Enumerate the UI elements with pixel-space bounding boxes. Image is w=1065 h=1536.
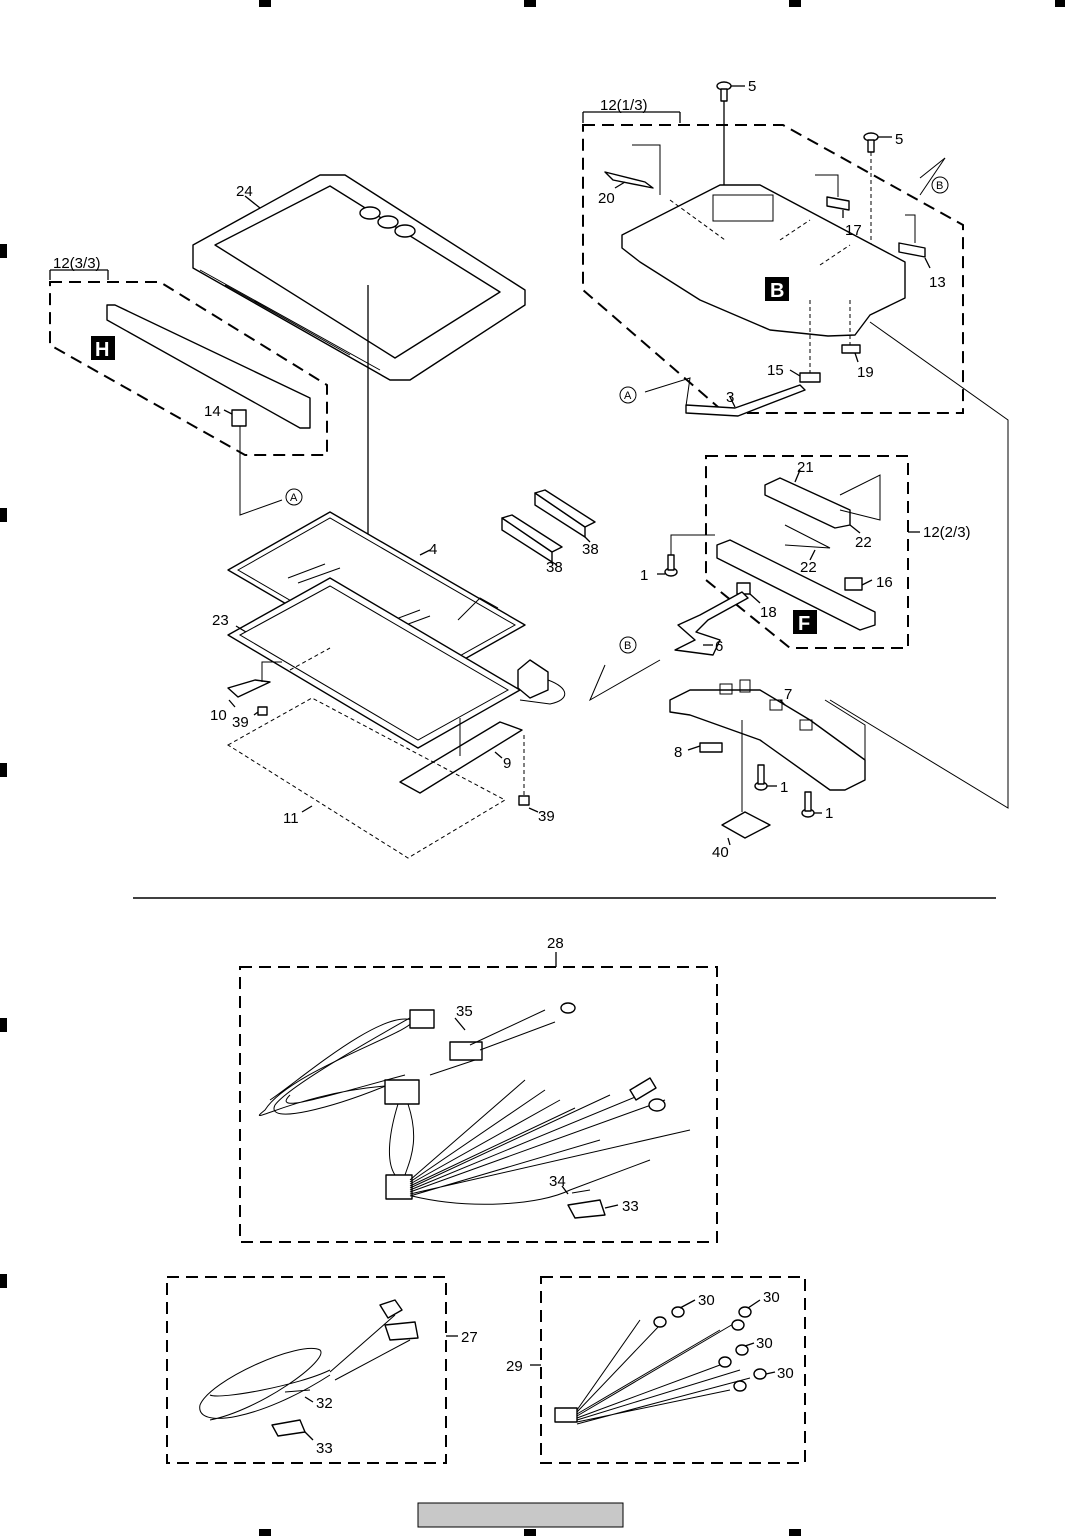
badge-f-label: F xyxy=(798,613,810,635)
callout-22b: 22 xyxy=(800,559,817,576)
connector-39-a xyxy=(257,706,268,716)
badge-h xyxy=(91,336,115,360)
callout-33-a: 33 xyxy=(622,1198,639,1215)
connector-39-b xyxy=(518,735,530,806)
callout-34: 34 xyxy=(549,1173,566,1190)
badge-f xyxy=(793,610,817,634)
callout-13: 13 xyxy=(929,274,946,291)
screw-5-a xyxy=(716,81,745,190)
ref-a-1: A xyxy=(624,390,632,402)
connector-15 xyxy=(799,372,821,383)
assembly-12-1-3: 12(1/3) 5 5 B 20 xyxy=(582,78,1009,809)
callout-6: 6 xyxy=(715,638,723,655)
callout-35: 35 xyxy=(456,1003,473,1020)
connector-18 xyxy=(736,582,751,595)
page-number-box xyxy=(417,1502,624,1528)
screw-1-a xyxy=(664,534,715,577)
badge-b-label: B xyxy=(770,280,784,302)
sheet-11 xyxy=(227,697,507,859)
bracket-21 xyxy=(764,477,851,529)
connector-14 xyxy=(231,409,247,427)
bracket-38-a xyxy=(534,489,596,538)
lcd-panel-23 xyxy=(227,577,566,749)
callout-15: 15 xyxy=(767,362,784,379)
callout-29: 29 xyxy=(506,1358,523,1375)
callout-9: 9 xyxy=(503,755,511,772)
callout-16: 16 xyxy=(876,574,893,591)
rca-cable-29 xyxy=(530,1276,806,1464)
callout-24: 24 xyxy=(236,183,253,200)
b-board xyxy=(621,184,906,337)
callout-39-a: 39 xyxy=(232,714,249,731)
h-board xyxy=(106,304,311,429)
sheet-40 xyxy=(721,720,771,839)
ref-b-2: B xyxy=(624,640,631,652)
callout-38-b: 38 xyxy=(546,559,563,576)
callout-30-c: 30 xyxy=(756,1335,773,1352)
callout-22a: 22 xyxy=(855,534,872,551)
f-board xyxy=(716,539,876,631)
connector-13 xyxy=(898,214,926,258)
callout-19: 19 xyxy=(857,364,874,381)
flex-cable-6 xyxy=(674,591,749,656)
callout-38-a: 38 xyxy=(582,541,599,558)
callout-11: 11 xyxy=(283,810,299,827)
callout-1-b: 1 xyxy=(780,779,788,796)
callout-14: 14 xyxy=(204,403,221,420)
callout-5-b: 5 xyxy=(895,131,903,148)
callout-10: 10 xyxy=(210,707,227,724)
callout-30-b: 30 xyxy=(763,1289,780,1306)
harness-28 xyxy=(239,952,718,1243)
callout-1-a: 1 xyxy=(640,567,648,584)
assembly-12-3-3: 12(3/3) H 14 A xyxy=(49,255,328,516)
callout-3: 3 xyxy=(726,389,734,406)
callout-8: 8 xyxy=(674,744,682,761)
badge-b xyxy=(765,277,789,301)
callout-32: 32 xyxy=(316,1395,333,1412)
callout-12-1-3: 12(1/3) xyxy=(600,97,648,114)
flex-cable-3 xyxy=(685,384,806,417)
callout-40: 40 xyxy=(712,844,729,861)
badge-h-label: H xyxy=(95,339,109,361)
connector-8 xyxy=(699,742,723,753)
callout-1-c: 1 xyxy=(825,805,833,822)
callout-12-2-3: 12(2/3) xyxy=(923,524,971,541)
assembly-12-2-3: 12(2/3) 21 22 F 22 16 18 1 xyxy=(640,455,971,649)
flex-10 xyxy=(227,661,282,698)
board-7 xyxy=(669,679,866,791)
flex-9 xyxy=(399,718,523,794)
screw-1-c xyxy=(801,791,815,818)
callout-39-b: 39 xyxy=(538,808,555,825)
callout-21: 21 xyxy=(797,459,814,476)
callout-30-d: 30 xyxy=(777,1365,794,1382)
callout-28: 28 xyxy=(547,935,564,952)
ref-a-2: A xyxy=(290,492,298,504)
screw-1-b xyxy=(754,764,768,791)
callout-12-3-3: 12(3/3) xyxy=(53,255,101,272)
connector-16 xyxy=(844,577,863,591)
callout-7: 7 xyxy=(784,686,792,703)
callout-27: 27 xyxy=(461,1329,478,1346)
callout-20: 20 xyxy=(598,190,615,207)
callout-18: 18 xyxy=(760,604,777,621)
callout-4: 4 xyxy=(429,541,437,558)
connector-19 xyxy=(841,344,861,354)
callout-5-a: 5 xyxy=(748,78,756,95)
callout-23: 23 xyxy=(212,612,229,629)
cable-27 xyxy=(166,1276,458,1464)
callout-33-b: 33 xyxy=(316,1440,333,1457)
connector-20 xyxy=(604,144,661,195)
ref-b-1: B xyxy=(936,180,943,192)
front-panel-24 xyxy=(192,174,526,595)
bracket-38-b xyxy=(501,514,563,563)
callout-30-a: 30 xyxy=(698,1292,715,1309)
connector-17 xyxy=(815,174,850,211)
callout-17: 17 xyxy=(845,222,862,239)
